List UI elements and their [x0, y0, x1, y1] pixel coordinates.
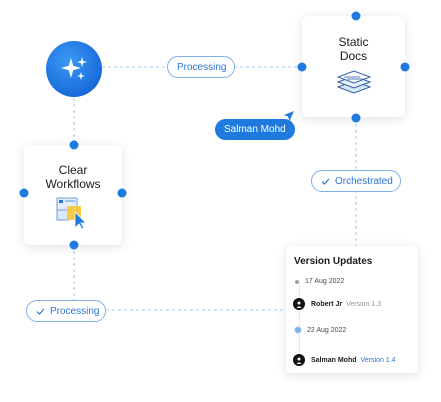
- timeline-date: 17 Aug 2022: [305, 278, 345, 285]
- avatar: [293, 298, 305, 310]
- check-icon: [36, 308, 45, 315]
- avatar: [293, 354, 305, 366]
- timeline-entry-row[interactable]: Salman Mohd Version 1.4: [293, 354, 396, 366]
- connector-dot[interactable]: [351, 113, 361, 123]
- connector-dot[interactable]: [19, 188, 29, 198]
- timeline-version: Version 1.3: [346, 300, 382, 308]
- pointer-cursor-icon: [284, 111, 294, 121]
- processing-label-bottom: Processing: [50, 305, 100, 317]
- ai-hub-node[interactable]: [46, 41, 102, 97]
- workflow-cursor-icon: [56, 197, 87, 230]
- version-updates-card: Version Updates 17 Aug 2022 Robert Jr Ve…: [286, 246, 418, 373]
- connector-dot[interactable]: [400, 62, 410, 72]
- timeline-author: Salman Mohd: [311, 356, 357, 364]
- clear-workflows-card[interactable]: Clear Workflows: [24, 145, 122, 245]
- check-icon: [321, 178, 330, 185]
- user-presence-name: Salman Mohd: [224, 124, 286, 135]
- timeline-bullet-active: [294, 326, 302, 334]
- document-stack-icon: [336, 70, 371, 94]
- connector-dot[interactable]: [69, 240, 79, 250]
- timeline-line: [299, 282, 300, 356]
- orchestrated-edge-label: Orchestrated: [311, 170, 401, 192]
- timeline-bullet: [295, 279, 299, 284]
- timeline-date-row: 17 Aug 2022: [293, 278, 344, 285]
- orchestrated-label: Orchestrated: [335, 175, 393, 187]
- timeline-version: Version 1.4: [360, 356, 396, 364]
- clear-workflows-title-line2: Workflows: [45, 177, 101, 191]
- connector-dot[interactable]: [117, 188, 127, 198]
- timeline-date-row: 22 Aug 2022: [293, 326, 346, 334]
- processing-edge-label-top: Processing: [167, 56, 235, 78]
- static-docs-title-line1: Static: [338, 35, 369, 49]
- version-updates-title: Version Updates: [294, 256, 373, 267]
- processing-edge-label-bottom: Processing: [26, 300, 106, 322]
- timeline-date: 22 Aug 2022: [307, 326, 347, 334]
- timeline-entry-row[interactable]: Robert Jr Version 1.3: [293, 298, 381, 310]
- sparkles-icon: [61, 57, 87, 80]
- processing-label-top: Processing: [177, 61, 227, 73]
- static-docs-card[interactable]: Static Docs: [302, 16, 405, 117]
- connector-dot[interactable]: [351, 11, 361, 21]
- clear-workflows-title-line1: Clear: [58, 163, 88, 177]
- static-docs-title-line2: Docs: [339, 49, 368, 63]
- connector-dot[interactable]: [69, 140, 79, 150]
- connector-dot[interactable]: [297, 62, 307, 72]
- timeline-author: Robert Jr: [311, 300, 343, 308]
- user-presence-tag: Salman Mohd: [215, 119, 295, 140]
